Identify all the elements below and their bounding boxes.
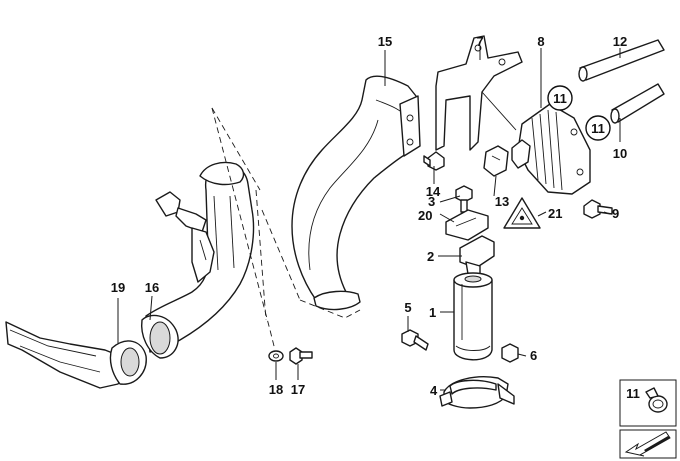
label-1: 1 <box>429 305 436 320</box>
part-21-warning-label[interactable] <box>503 197 541 229</box>
part-8-control-unit[interactable] <box>511 103 591 195</box>
label-3: 3 <box>428 194 435 209</box>
part-14-bolt[interactable] <box>423 151 445 171</box>
part-2-holder[interactable] <box>459 235 495 279</box>
label-11b: 11 <box>591 121 605 136</box>
part-7-bracket[interactable] <box>435 35 523 151</box>
legend-box: 11 <box>619 379 677 427</box>
label-8: 8 <box>537 34 544 49</box>
part-17-screw[interactable] <box>289 347 313 365</box>
hose-clamp-icon <box>645 387 668 413</box>
label-16: 16 <box>145 280 159 295</box>
label-14: 14 <box>426 184 441 199</box>
label-6: 6 <box>530 348 537 363</box>
label-11a: 11 <box>553 91 567 106</box>
callout-11-lower: 11 <box>585 115 611 141</box>
part-16-intake-duct[interactable] <box>141 161 255 359</box>
part-15-air-duct[interactable] <box>291 75 421 311</box>
part-3-bolt[interactable] <box>455 185 473 213</box>
part-1-canister[interactable] <box>453 272 493 361</box>
label-17: 17 <box>291 382 305 397</box>
arrow-box <box>619 429 677 459</box>
label-4: 4 <box>430 383 438 398</box>
part-20-bracket[interactable] <box>445 209 489 241</box>
part-4-clamp[interactable] <box>439 376 515 409</box>
label-18: 18 <box>269 382 283 397</box>
part-19-air-scoop[interactable] <box>5 321 147 389</box>
assembly-dashed-lines <box>211 107 361 351</box>
label-20: 20 <box>418 208 432 223</box>
part-13-clip[interactable] <box>483 145 509 177</box>
legend-label-11: 11 <box>626 386 640 401</box>
part-12-hose[interactable] <box>578 39 665 82</box>
intake-sensor-bracket <box>155 191 215 283</box>
label-7: 7 <box>476 34 483 49</box>
label-12: 12 <box>613 34 627 49</box>
part-5-screw[interactable] <box>401 329 429 351</box>
label-13: 13 <box>495 194 509 209</box>
label-5: 5 <box>404 300 411 315</box>
label-10: 10 <box>613 146 627 161</box>
label-9: 9 <box>612 206 619 221</box>
part-10-hose[interactable] <box>610 83 665 124</box>
label-21: 21 <box>548 206 562 221</box>
label-19: 19 <box>111 280 125 295</box>
part-18-washer[interactable] <box>268 350 284 362</box>
label-2: 2 <box>427 249 434 264</box>
label-15: 15 <box>378 34 392 49</box>
part-9-screw[interactable] <box>583 199 613 219</box>
callout-11-upper: 11 <box>547 85 573 111</box>
leader-lines <box>117 46 621 391</box>
direction-arrow-icon <box>624 431 671 457</box>
part-6-nut[interactable] <box>501 343 519 363</box>
part-labels: 15 7 8 12 10 9 21 14 13 3 20 2 1 5 4 6 1… <box>111 34 627 398</box>
